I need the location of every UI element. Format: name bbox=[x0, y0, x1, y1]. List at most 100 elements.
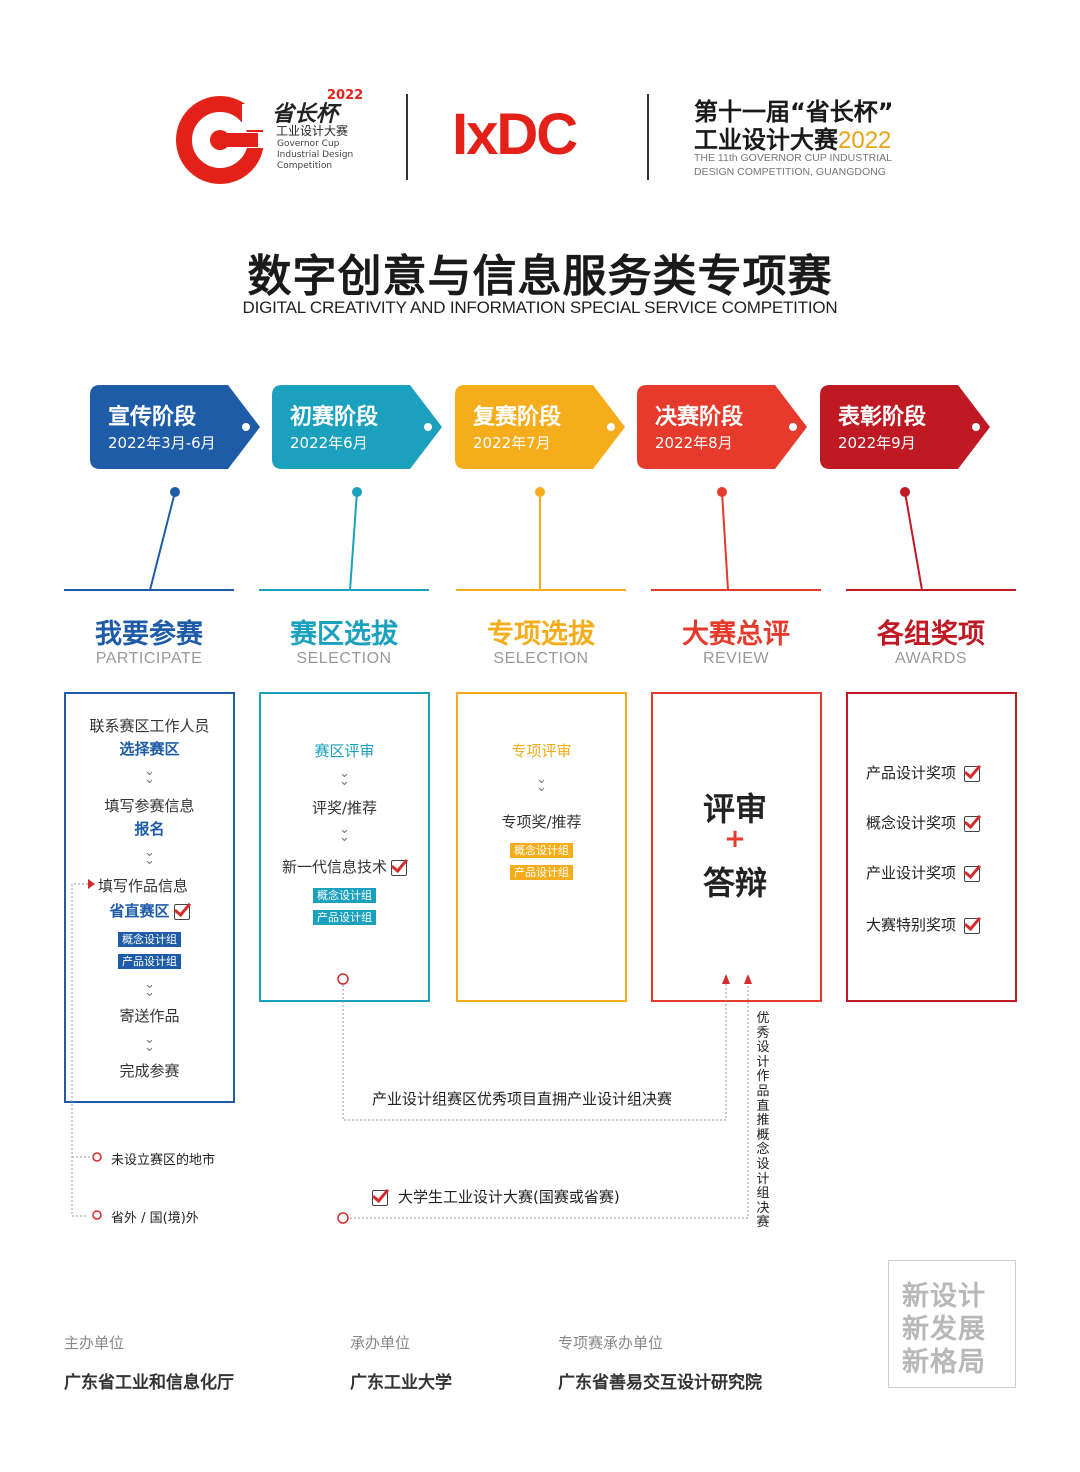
special-organizer-label: 专项赛承办单位 bbox=[558, 1334, 664, 1352]
organizer-label: 承办单位 bbox=[350, 1334, 411, 1352]
chevron-down-icon: ⌄⌄ bbox=[144, 764, 155, 787]
column-title-participate: 我要参赛 bbox=[95, 619, 203, 650]
participate-step-fill-info: 填写参赛信息 bbox=[104, 797, 195, 815]
selection-groups: 概念设计组 bbox=[259, 884, 430, 903]
review-box bbox=[651, 692, 822, 1002]
column-subtitle-selection: SELECTION bbox=[296, 650, 392, 667]
slogan-line-2: 新发展 bbox=[902, 1314, 986, 1345]
gc-logo-subtitle: 工业设计大赛 bbox=[276, 124, 349, 138]
checkbox-checked-icon bbox=[964, 865, 981, 882]
note-industry-direct: 产业设计组赛区优秀项目直拥产业设计组决赛 bbox=[372, 1090, 673, 1108]
participate-step-provincial-zone: 省直赛区 bbox=[64, 900, 235, 921]
stage-tag-promotion: 宣传阶段 2022年3月-6月 bbox=[90, 385, 262, 469]
selection-review-title: 赛区评审 bbox=[314, 742, 375, 760]
slogan-line-3: 新格局 bbox=[902, 1347, 986, 1378]
note-university-competition: 大学生工业设计大赛(国赛或省赛) bbox=[372, 1186, 620, 1207]
note-excellent-direct-concept: 优秀设计作品直推概念设计组决赛 bbox=[756, 1011, 770, 1231]
chevron-down-icon: ⌄⌄ bbox=[339, 822, 350, 845]
competition-edition: 第十一届“省长杯” bbox=[694, 98, 894, 126]
gc-logo-icon bbox=[176, 96, 266, 184]
group-badge-concept: 概念设计组 bbox=[118, 932, 181, 947]
gc-logo-name: 省长杯 bbox=[272, 101, 339, 127]
page-title: 数字创意与信息服务类专项赛 bbox=[247, 251, 833, 302]
column-title-special: 专项选拔 bbox=[487, 619, 595, 650]
review-plus: + bbox=[724, 824, 746, 854]
special-groups: 概念设计组 bbox=[456, 839, 627, 858]
special-step-recommend: 专项奖/推荐 bbox=[501, 813, 582, 831]
tag-shape-icon bbox=[455, 385, 625, 469]
stage-name: 初赛阶段 bbox=[290, 405, 379, 430]
awards-box bbox=[846, 692, 1017, 1002]
participate-step-register: 报名 bbox=[134, 820, 165, 838]
host-label: 主办单位 bbox=[64, 1334, 125, 1352]
column-title-selection: 赛区选拔 bbox=[290, 619, 398, 650]
checkbox-checked-icon bbox=[372, 1189, 388, 1206]
participate-step-send: 寄送作品 bbox=[119, 1007, 180, 1025]
participate-step-work-info: 填写作品信息 bbox=[98, 877, 189, 895]
group-badge-concept: 概念设计组 bbox=[510, 843, 573, 858]
timeline-connectors bbox=[64, 487, 1016, 591]
header-divider-right bbox=[647, 94, 649, 180]
review-line-judging: 评审 bbox=[702, 790, 767, 828]
column-subtitle-special: SELECTION bbox=[493, 650, 589, 667]
competition-year: 2022 bbox=[838, 127, 892, 154]
stage-date: 2022年7月 bbox=[473, 434, 551, 452]
chevron-down-icon: ⌄⌄ bbox=[536, 772, 547, 795]
stage-date: 2022年8月 bbox=[655, 434, 733, 452]
organizer-name: 广东工业大学 bbox=[350, 1373, 452, 1393]
participate-groups: 产品设计组 bbox=[64, 950, 235, 969]
arrow-right-icon bbox=[88, 879, 95, 889]
participate-step-choose-zone: 选择赛区 bbox=[119, 740, 180, 758]
selection-groups: 产品设计组 bbox=[259, 906, 430, 925]
flow-lines bbox=[71, 883, 752, 1224]
ixdc-logo: IxDC bbox=[452, 102, 578, 167]
participate-box bbox=[64, 692, 235, 1103]
checkbox-checked-icon bbox=[964, 917, 981, 934]
special-review-title: 专项评审 bbox=[511, 742, 572, 760]
stage-name: 宣传阶段 bbox=[108, 405, 197, 430]
checkbox-checked-icon bbox=[964, 765, 981, 782]
stage-tag-awards: 表彰阶段 2022年9月 bbox=[820, 385, 992, 469]
review-line-defense: 答辩 bbox=[702, 864, 767, 902]
tag-shape-icon bbox=[272, 385, 442, 469]
participate-step-complete: 完成参赛 bbox=[119, 1062, 180, 1080]
award-item-concept: 概念设计奖项 bbox=[866, 812, 981, 833]
slogan-line-1: 新设计 bbox=[902, 1281, 986, 1312]
stage-name: 复赛阶段 bbox=[473, 405, 562, 430]
chevron-down-icon: ⌄⌄ bbox=[144, 1032, 155, 1055]
column-subtitle-awards: AWARDS bbox=[894, 650, 968, 667]
stage-tag-final: 决赛阶段 2022年8月 bbox=[637, 385, 809, 469]
column-subtitle-review: REVIEW bbox=[702, 650, 770, 667]
participate-step-contact: 联系赛区工作人员 bbox=[89, 717, 210, 735]
selection-step-recommend: 评奖/推荐 bbox=[311, 799, 378, 817]
header-divider-left bbox=[406, 94, 408, 180]
special-organizer-name: 广东省善易交互设计研究院 bbox=[558, 1373, 762, 1393]
group-badge-product: 产品设计组 bbox=[313, 910, 376, 925]
award-item-product: 产品设计奖项 bbox=[866, 762, 981, 783]
stage-tag-preliminary: 初赛阶段 2022年6月 bbox=[272, 385, 444, 469]
selection-step-new-tech: 新一代信息技术 bbox=[259, 856, 430, 877]
stage-date: 2022年3月-6月 bbox=[108, 434, 216, 452]
tag-shape-icon bbox=[820, 385, 990, 469]
chevron-down-icon: ⌄⌄ bbox=[144, 845, 155, 868]
gc-logo-year: 2022 bbox=[327, 88, 364, 103]
group-badge-product: 产品设计组 bbox=[118, 954, 181, 969]
special-groups: 产品设计组 bbox=[456, 861, 627, 880]
award-item-industry: 产业设计奖项 bbox=[866, 862, 981, 883]
checkbox-checked-icon bbox=[173, 903, 190, 920]
stage-date: 2022年9月 bbox=[838, 434, 916, 452]
gc-logo-english: Governor Cup Industrial Design Competiti… bbox=[277, 139, 354, 171]
checkbox-checked-icon bbox=[964, 815, 981, 832]
slogan-box bbox=[888, 1260, 1016, 1388]
special-box bbox=[456, 692, 627, 1002]
stage-name: 表彰阶段 bbox=[838, 405, 927, 430]
note-outside-province: 省外 / 国(境)外 bbox=[111, 1211, 199, 1226]
host-name: 广东省工业和信息化厅 bbox=[64, 1373, 234, 1393]
column-subtitle-participate: PARTICIPATE bbox=[95, 650, 203, 667]
competition-name: 工业设计大赛2022 bbox=[694, 126, 892, 154]
competition-english-name: THE 11th GOVERNOR CUP INDUSTRIAL DESIGN … bbox=[694, 152, 892, 178]
note-no-zone-city: 未设立赛区的地市 bbox=[111, 1153, 216, 1168]
group-badge-product: 产品设计组 bbox=[510, 865, 573, 880]
chevron-down-icon: ⌄⌄ bbox=[144, 977, 155, 1000]
page-subtitle: DIGITAL CREATIVITY AND INFORMATION SPECI… bbox=[242, 298, 838, 317]
